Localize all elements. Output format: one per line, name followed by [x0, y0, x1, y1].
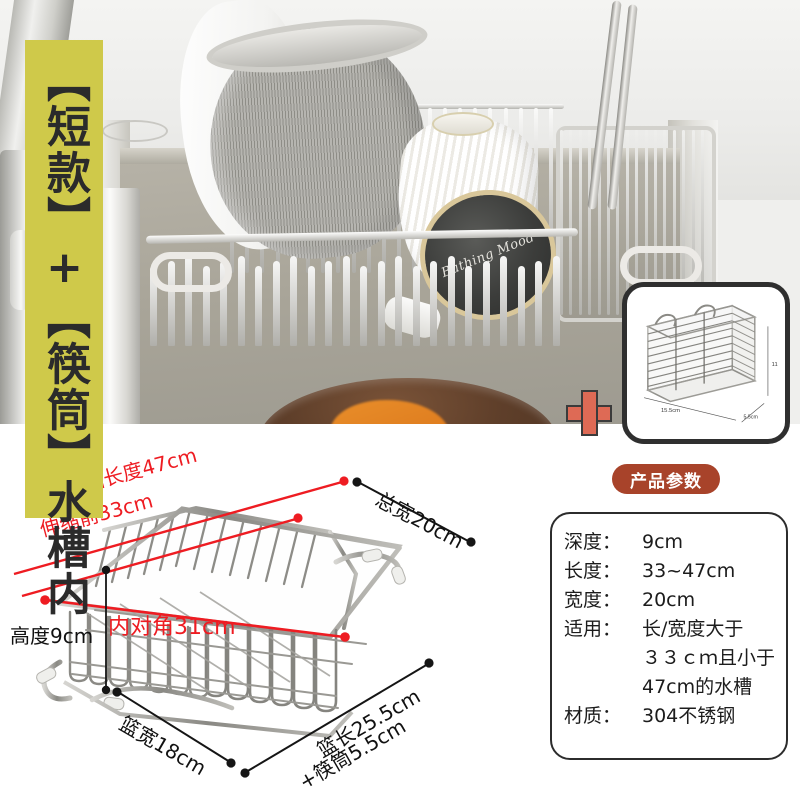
rack-front-wire [360, 266, 367, 346]
param-key-depth: 深度： [564, 531, 622, 553]
dim-label-inner-diagonal: 内对角31cm [108, 615, 236, 640]
chopstick-holder-inset: 15.5cm 5.5cm 11 [622, 282, 790, 444]
param-value-material: 304不锈钢 [642, 705, 736, 727]
rack-front-wire [412, 266, 420, 346]
param-value-width: 20cm [642, 589, 696, 611]
param-row-width: 宽度： 20cm [564, 586, 786, 615]
rack-front-wire [202, 266, 210, 346]
product-parameters-box: 深度： 9cm 长度： 33~47cm 宽度： 20cm 适用： 长/宽度大于 … [550, 512, 788, 760]
side-basket-wire [625, 130, 629, 315]
sink-dish-rack-photo: Bathing Mood [0, 0, 800, 424]
param-value-applicable: 长/宽度大于 [642, 618, 744, 640]
rack-front-wire [167, 261, 175, 346]
promo-banner-text: 【短款】+【筷筒】水槽内 [39, 58, 90, 617]
inset-height-label: 11 [772, 362, 778, 368]
param-row-depth: 深度： 9cm [564, 528, 786, 557]
side-basket-wire [635, 130, 639, 315]
basket-svg [13, 476, 476, 778]
side-basket-wire [588, 130, 592, 315]
param-key-length: 长度： [564, 560, 622, 582]
side-basket-wires [560, 130, 710, 315]
rack-front-wire [307, 266, 315, 346]
side-basket-wire [597, 130, 601, 315]
param-key-applicable: 适用： [564, 618, 622, 640]
inset-width-label: 5.5cm [744, 414, 759, 420]
param-value-length: 33~47cm [642, 560, 736, 582]
param-row-length: 长度： 33~47cm [564, 557, 786, 586]
side-basket-wire [578, 130, 582, 315]
bowl-foot-ring [432, 112, 494, 136]
param-key-width: 宽度： [564, 589, 622, 611]
chopstick-holder-drawing: 15.5cm 5.5cm 11 [643, 304, 778, 423]
plus-icon [566, 390, 612, 436]
param-row-material: 材质： 304不锈钢 [564, 702, 786, 731]
rack-front-wire [377, 261, 385, 346]
rack-front-wire [342, 256, 350, 346]
rack-front-fence [150, 236, 570, 346]
rack-front-wire [517, 266, 525, 346]
rack-front-wire [500, 256, 507, 346]
side-basket-wire [691, 130, 695, 315]
plus-icon-vertical-bar [581, 390, 598, 436]
side-basket-wire [607, 130, 610, 315]
rack-front-wire [552, 256, 560, 346]
param-applicable-line2: ３３ｃｍ且小于 [642, 647, 776, 669]
rack-front-wire [237, 256, 245, 346]
rack-handle-right [620, 246, 702, 286]
side-basket-wire [682, 130, 686, 315]
side-basket-wire [654, 130, 657, 315]
side-basket-wire [663, 130, 667, 315]
rack-front-wire [150, 266, 157, 346]
dim-label-height: 高度9cm [10, 624, 94, 648]
rack-handle-left [150, 252, 232, 292]
rack-front-wire [447, 256, 455, 346]
rack-front-wire [535, 261, 542, 346]
promo-banner-background [25, 40, 103, 518]
param-applicable-line3: 47cm的水槽 [642, 676, 753, 698]
side-basket-wire [644, 130, 648, 315]
rack-front-wire [395, 256, 402, 346]
param-row-applicable: 适用： 长/宽度大于 [564, 615, 786, 644]
side-basket-wire [560, 130, 563, 315]
rack-front-wire [255, 266, 262, 346]
rack-front-wire [482, 261, 490, 346]
param-key-material: 材质： [564, 705, 622, 727]
rack-front-wire [185, 256, 192, 346]
side-basket-wire [616, 130, 620, 315]
inset-length-label: 15.5cm [661, 408, 680, 414]
rack-front-wire [290, 256, 297, 346]
side-basket-wire [569, 130, 573, 315]
rack-back-wire [549, 108, 554, 273]
basket-dimension-diagram: 单边伸缩长度47cm 伸缩前33cm 总宽20cm 内对角31cm 高度9cm … [0, 424, 560, 800]
rack-front-wire [220, 261, 227, 346]
tube-ring [102, 120, 168, 142]
rack-front-wire [325, 261, 332, 346]
product-parameters-badge: 产品参数 [612, 464, 720, 494]
rack-front-wire [465, 266, 472, 346]
rack-front-wire [272, 261, 280, 346]
rack-front-wire [430, 261, 437, 346]
side-basket-wire [672, 130, 676, 315]
side-basket-wire [701, 130, 704, 315]
param-value-depth: 9cm [642, 531, 684, 553]
